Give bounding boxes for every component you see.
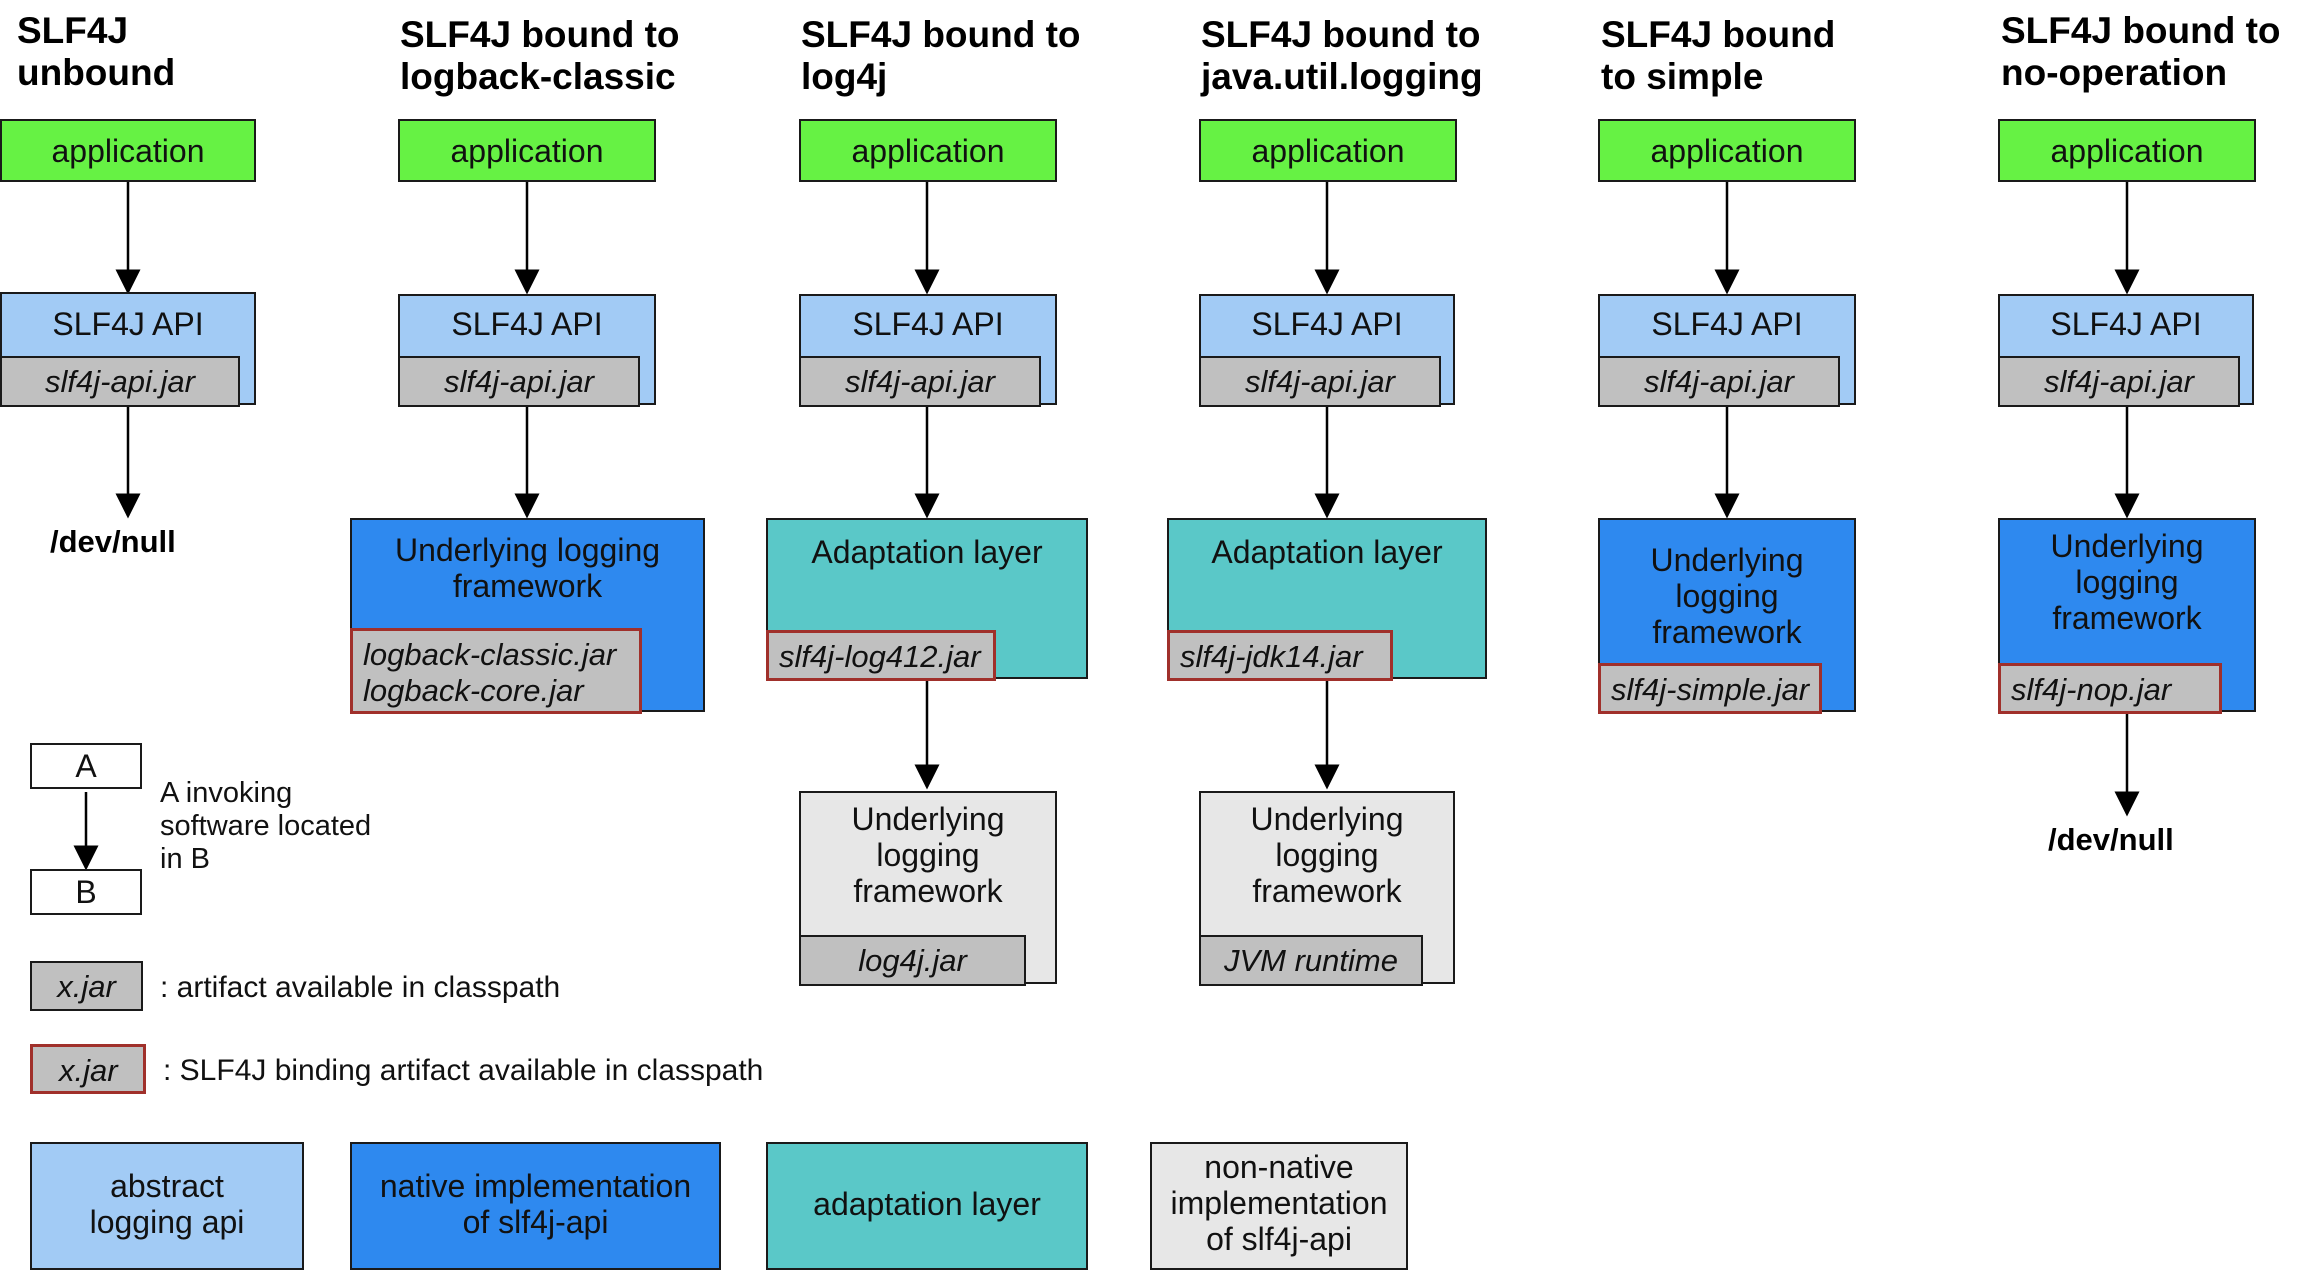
legend-artifact-text: : artifact available in classpath <box>160 971 561 1004</box>
application-label: application <box>1251 133 1405 169</box>
dev-null-unbound: /dev/null <box>50 524 176 559</box>
application-label: application <box>851 133 1005 169</box>
adaptation-label: Adaptation layer <box>811 534 1043 570</box>
legend-abstract-api-label: abstract logging api <box>89 1168 245 1240</box>
slf4j-api-box-logback: SLF4J API slf4j-api.jar <box>398 294 656 407</box>
slf4j-api-box-log4j: SLF4J API slf4j-api.jar <box>799 294 1057 407</box>
application-label: application <box>1650 133 1804 169</box>
legend-box-a: A <box>30 743 142 789</box>
jdk14-binding-jar: slf4j-jdk14.jar <box>1167 630 1393 681</box>
framework-label: Underlying logging framework <box>1250 801 1404 909</box>
adaptation-box-log4j: Adaptation layer slf4j-log412.jar <box>766 518 1088 681</box>
heading-nop: SLF4J bound to no-operation <box>2001 10 2281 93</box>
legend-native-impl: native implementation of slf4j-api <box>350 1142 721 1270</box>
heading-simple: SLF4J bound to simple <box>1601 14 1836 97</box>
heading-unbound: SLF4J unbound <box>17 10 176 93</box>
slf4j-api-jar: slf4j-api.jar <box>398 356 640 407</box>
legend-non-native-impl: non-native implementation of slf4j-api <box>1150 1142 1408 1270</box>
legend-adaptation-layer: adaptation layer <box>766 1142 1088 1270</box>
dev-null-nop: /dev/null <box>2048 822 2174 857</box>
framework-label: Underlying logging framework <box>851 801 1005 909</box>
log4j-binding-jar: slf4j-log412.jar <box>766 630 996 681</box>
slf4j-api-label: SLF4J API <box>1651 306 1803 342</box>
heading-log4j: SLF4J bound to log4j <box>801 14 1081 97</box>
legend-invoking-text: A invoking software located in B <box>160 777 372 875</box>
slf4j-api-label: SLF4J API <box>1251 306 1403 342</box>
framework-box-logback: Underlying logging framework logback-cla… <box>350 518 705 714</box>
legend-non-native-impl-label: non-native implementation of slf4j-api <box>1170 1149 1388 1257</box>
framework-label: Underlying logging framework <box>394 532 661 604</box>
heading-jul: SLF4J bound to java.util.logging <box>1201 14 1483 97</box>
logback-binding-jar: logback-classic.jar logback-core.jar <box>350 628 642 714</box>
slf4j-api-label: SLF4J API <box>852 306 1004 342</box>
legend-box-b: B <box>30 869 142 915</box>
jvm-runtime-jar: JVM runtime <box>1199 935 1423 986</box>
application-box-unbound: application <box>0 119 256 182</box>
application-box-jul: application <box>1199 119 1457 182</box>
slf4j-api-jar: slf4j-api.jar <box>1199 356 1441 407</box>
slf4j-api-jar: slf4j-api.jar <box>799 356 1041 407</box>
legend-binding-text: : SLF4J binding artifact available in cl… <box>163 1054 764 1087</box>
slf4j-api-box-jul: SLF4J API slf4j-api.jar <box>1199 294 1455 407</box>
adaptation-label: Adaptation layer <box>1211 534 1443 570</box>
simple-binding-jar: slf4j-simple.jar <box>1598 663 1822 714</box>
slf4j-api-box-unbound: SLF4J API slf4j-api.jar <box>0 292 256 407</box>
slf4j-api-label: SLF4J API <box>2050 306 2202 342</box>
application-box-nop: application <box>1998 119 2256 182</box>
legend-artifact-jar: x.jar <box>30 961 143 1011</box>
legend-abstract-api: abstract logging api <box>30 1142 304 1270</box>
application-label: application <box>2050 133 2204 169</box>
application-label: application <box>51 133 205 169</box>
framework-box-simple: Underlying logging framework slf4j-simpl… <box>1598 518 1856 714</box>
adaptation-box-jul: Adaptation layer slf4j-jdk14.jar <box>1167 518 1487 681</box>
framework-label: Underlying logging framework <box>1650 542 1804 650</box>
framework-label: Underlying logging framework <box>2050 528 2204 636</box>
slf4j-api-label: SLF4J API <box>52 306 204 342</box>
slf4j-api-jar: slf4j-api.jar <box>1998 356 2240 407</box>
slf4j-api-box-simple: SLF4J API slf4j-api.jar <box>1598 294 1856 407</box>
heading-logback: SLF4J bound to logback-classic <box>400 14 680 97</box>
legend-native-impl-label: native implementation of slf4j-api <box>379 1168 692 1240</box>
application-box-log4j: application <box>799 119 1057 182</box>
legend-binding-jar: x.jar <box>30 1044 146 1094</box>
nop-binding-jar: slf4j-nop.jar <box>1998 663 2222 714</box>
framework-box-jul: Underlying logging framework JVM runtime <box>1199 791 1455 986</box>
slf4j-api-box-nop: SLF4J API slf4j-api.jar <box>1998 294 2254 407</box>
framework-box-log4j: Underlying logging framework log4j.jar <box>799 791 1057 986</box>
log4j-jar: log4j.jar <box>799 935 1026 986</box>
slf4j-api-jar: slf4j-api.jar <box>0 356 240 407</box>
slf4j-api-jar: slf4j-api.jar <box>1598 356 1840 407</box>
framework-box-nop: Underlying logging framework slf4j-nop.j… <box>1998 518 2256 714</box>
legend-adaptation-layer-label: adaptation layer <box>813 1186 1041 1222</box>
slf4j-api-label: SLF4J API <box>451 306 603 342</box>
application-box-simple: application <box>1598 119 1856 182</box>
legend-box-a-label: A <box>75 748 97 784</box>
legend-box-b-label: B <box>75 874 97 910</box>
application-box-logback: application <box>398 119 656 182</box>
application-label: application <box>450 133 604 169</box>
